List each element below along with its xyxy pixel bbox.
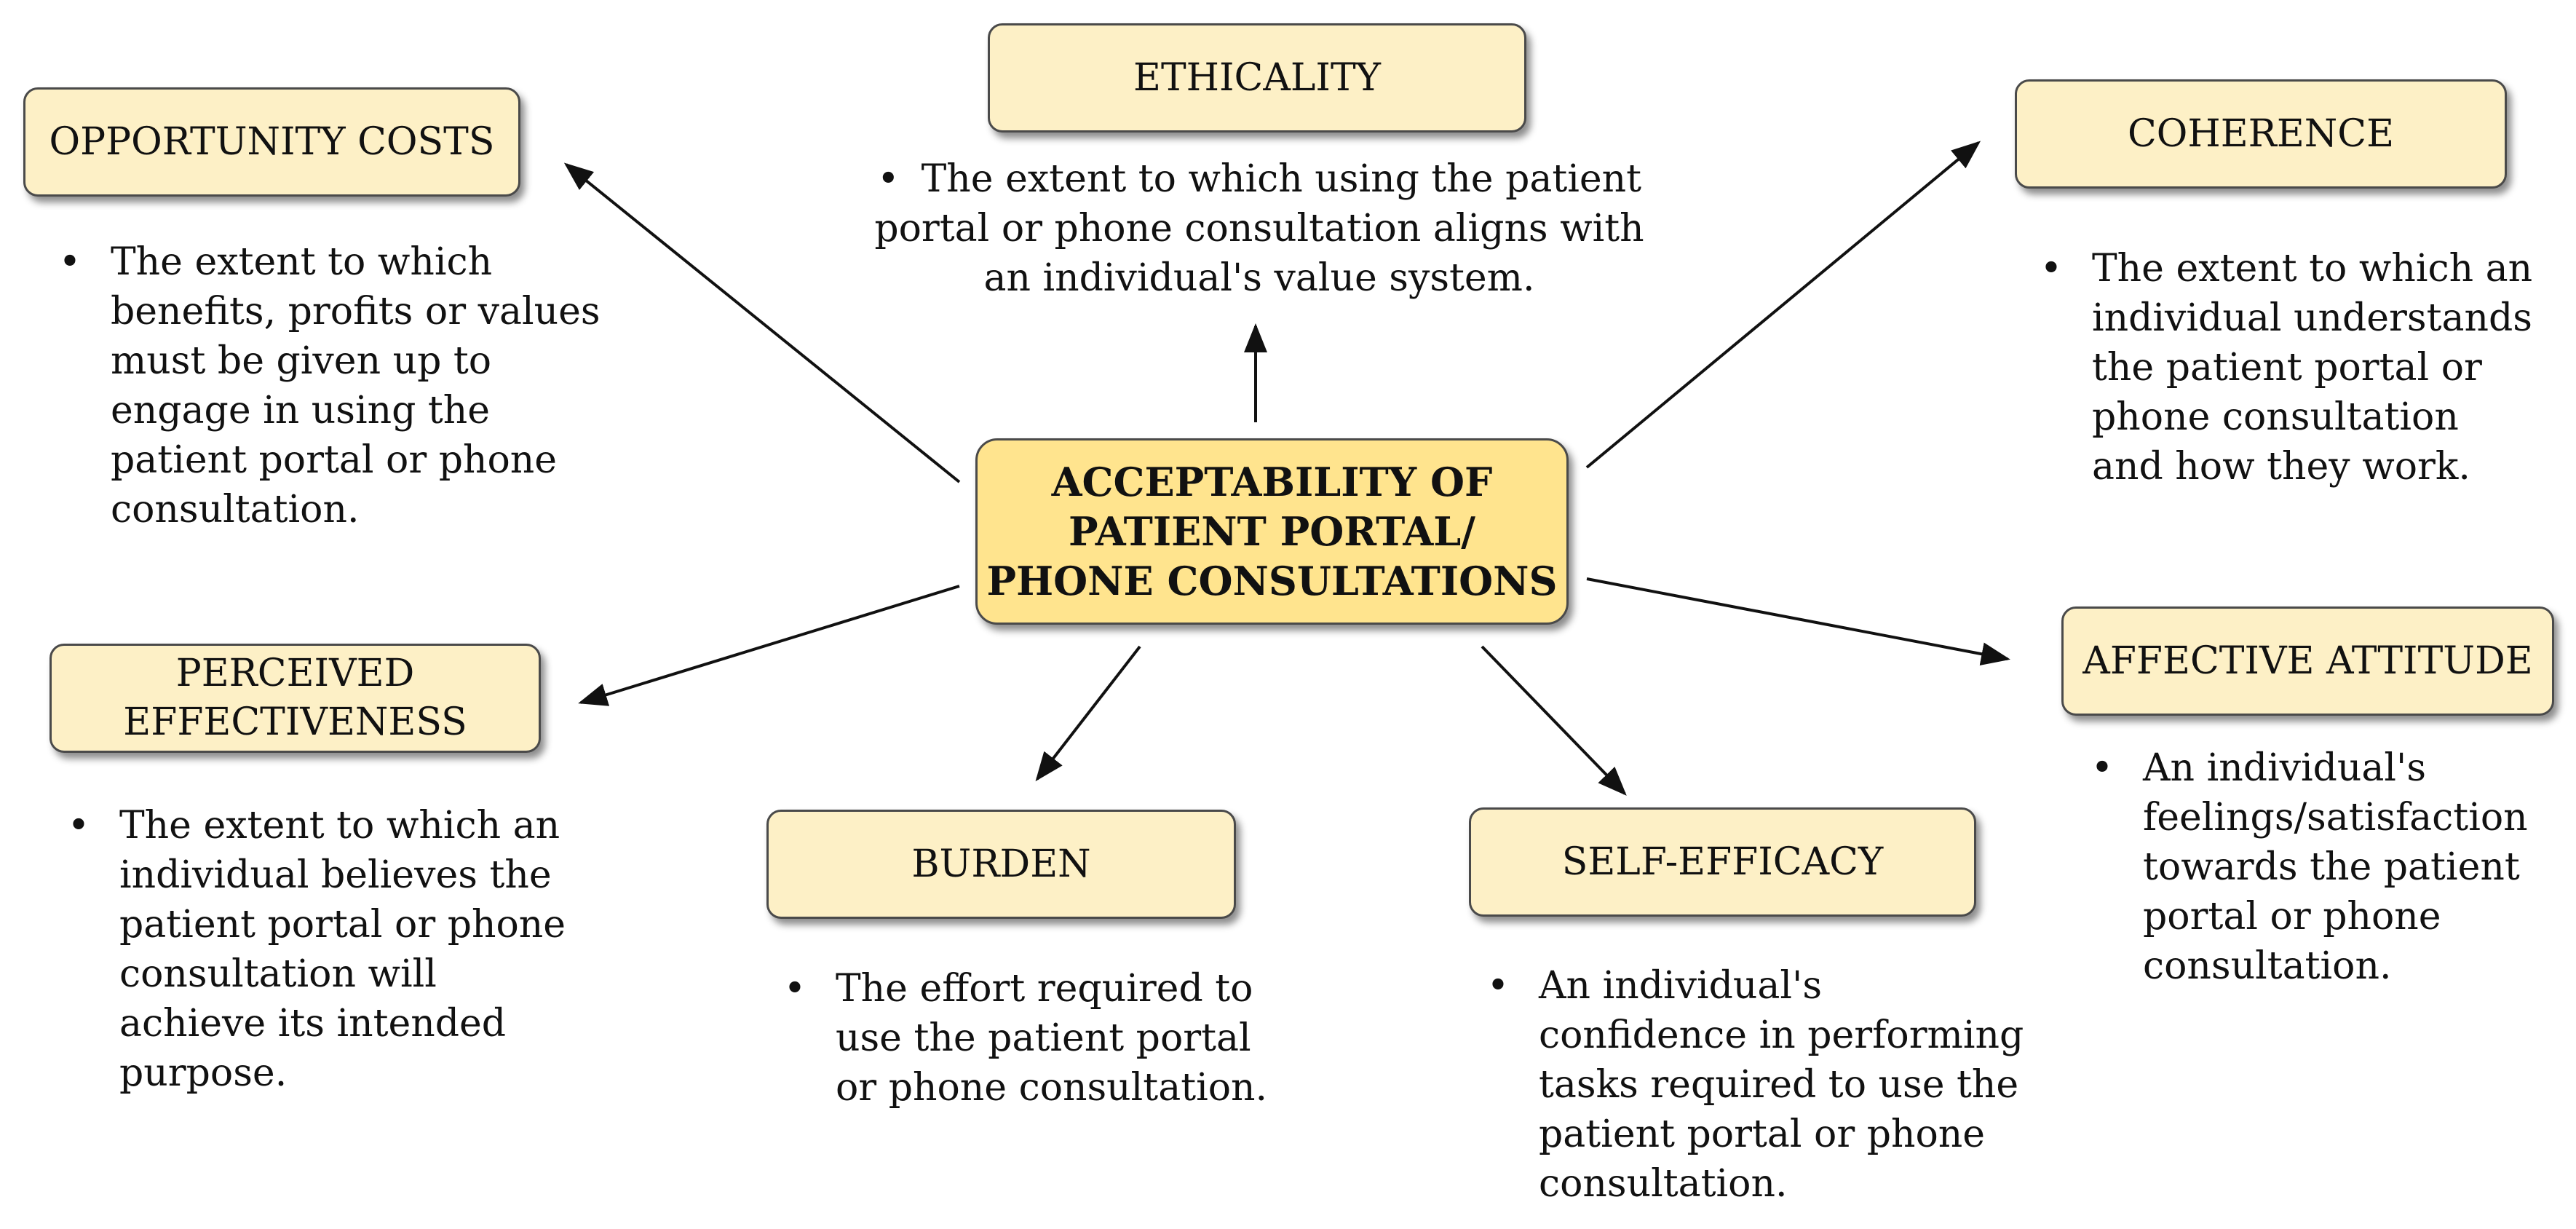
burden-title: BURDEN xyxy=(911,842,1091,886)
coherence-title: COHERENCE xyxy=(2127,111,2395,156)
perceived-effectiveness-description-text: The extent to which an individual believ… xyxy=(119,804,566,1095)
center-title-line3: PHONE CONSULTATIONS xyxy=(986,558,1558,605)
bullet-icon: • xyxy=(67,804,90,847)
bullet-icon: • xyxy=(2090,746,2114,790)
coherence-description-list: • The extent to which an individual under… xyxy=(2038,244,2533,491)
opportunity-costs-description-text: The extent to which benefits, profits or… xyxy=(111,240,601,531)
arrow-to-perceived-effectiveness xyxy=(578,585,960,706)
self-efficacy-description-text: An individual's confidence in performing… xyxy=(1539,964,2024,1206)
bullet-icon: • xyxy=(783,967,807,1011)
self-efficacy-description-list: • An individual's confidence in performin… xyxy=(1485,961,2038,1209)
burden-description-text: The effort required to use the patient p… xyxy=(836,967,1268,1110)
ethicality-description: •The extent to which using the patient p… xyxy=(873,154,1645,303)
perceived-effectiveness-box: PERCEIVED EFFECTIVENESS xyxy=(49,644,541,753)
coherence-description-text: The extent to which an individual unders… xyxy=(2092,247,2533,489)
arrow-to-affective-attitude xyxy=(1586,577,2010,665)
self-efficacy-box: SELF-EFFICACY xyxy=(1469,807,1976,917)
ethicality-description-list: •The extent to which using the patient p… xyxy=(873,154,1645,303)
burden-description-list: • The effort required to use the patient … xyxy=(782,964,1291,1113)
perceived-effectiveness-description-list: • The extent to which an individual belie… xyxy=(66,801,575,1098)
affective-attitude-box: AFFECTIVE ATTITUDE xyxy=(2061,606,2554,716)
perceived-effectiveness-title-line2: EFFECTIVENESS xyxy=(123,700,467,744)
perceived-effectiveness-title-line1: PERCEIVED xyxy=(175,652,415,696)
center-title-line2: PATIENT PORTAL/ xyxy=(1069,507,1475,555)
affective-attitude-description: • An individual's feelings/satisfaction t… xyxy=(2089,743,2562,991)
ethicality-box: ETHICALITY xyxy=(988,23,1526,133)
perceived-effectiveness-description: • The extent to which an individual belie… xyxy=(66,801,575,1098)
coherence-box: COHERENCE xyxy=(2015,79,2507,189)
bullet-icon: • xyxy=(58,240,82,284)
center-box-acceptability: ACCEPTABILITY OF PATIENT PORTAL/ PHONE C… xyxy=(975,438,1569,625)
self-efficacy-title: SELF-EFFICACY xyxy=(1561,839,1884,884)
ethicality-description-text: The extent to which using the patient po… xyxy=(874,157,1644,300)
self-efficacy-description: • An individual's confidence in performin… xyxy=(1485,961,2038,1209)
center-title-line1: ACCEPTABILITY OF xyxy=(1051,458,1493,505)
opportunity-costs-title: OPPORTUNITY COSTS xyxy=(49,119,495,164)
affective-attitude-description-text: An individual's feelings/satisfaction to… xyxy=(2143,746,2528,988)
burden-box: BURDEN xyxy=(766,810,1236,919)
ethicality-title: ETHICALITY xyxy=(1133,55,1381,100)
burden-description: • The effort required to use the patient … xyxy=(782,964,1291,1113)
arrow-to-self-efficacy xyxy=(1481,645,1627,796)
opportunity-costs-description: • The extent to which benefits, profits o… xyxy=(57,237,628,534)
opportunity-costs-box: OPPORTUNITY COSTS xyxy=(23,87,520,197)
coherence-description: • The extent to which an individual under… xyxy=(2038,244,2533,491)
opportunity-costs-description-list: • The extent to which benefits, profits o… xyxy=(57,237,628,534)
bullet-icon: • xyxy=(876,157,900,201)
arrow-to-coherence xyxy=(1585,141,1981,469)
arrow-to-opportunity-costs xyxy=(563,162,961,483)
affective-attitude-description-list: • An individual's feelings/satisfaction t… xyxy=(2089,743,2562,991)
arrow-to-burden xyxy=(1035,645,1141,782)
bullet-icon: • xyxy=(2040,247,2063,291)
affective-attitude-title: AFFECTIVE ATTITUDE xyxy=(2082,639,2533,683)
bullet-icon: • xyxy=(1486,964,1510,1008)
